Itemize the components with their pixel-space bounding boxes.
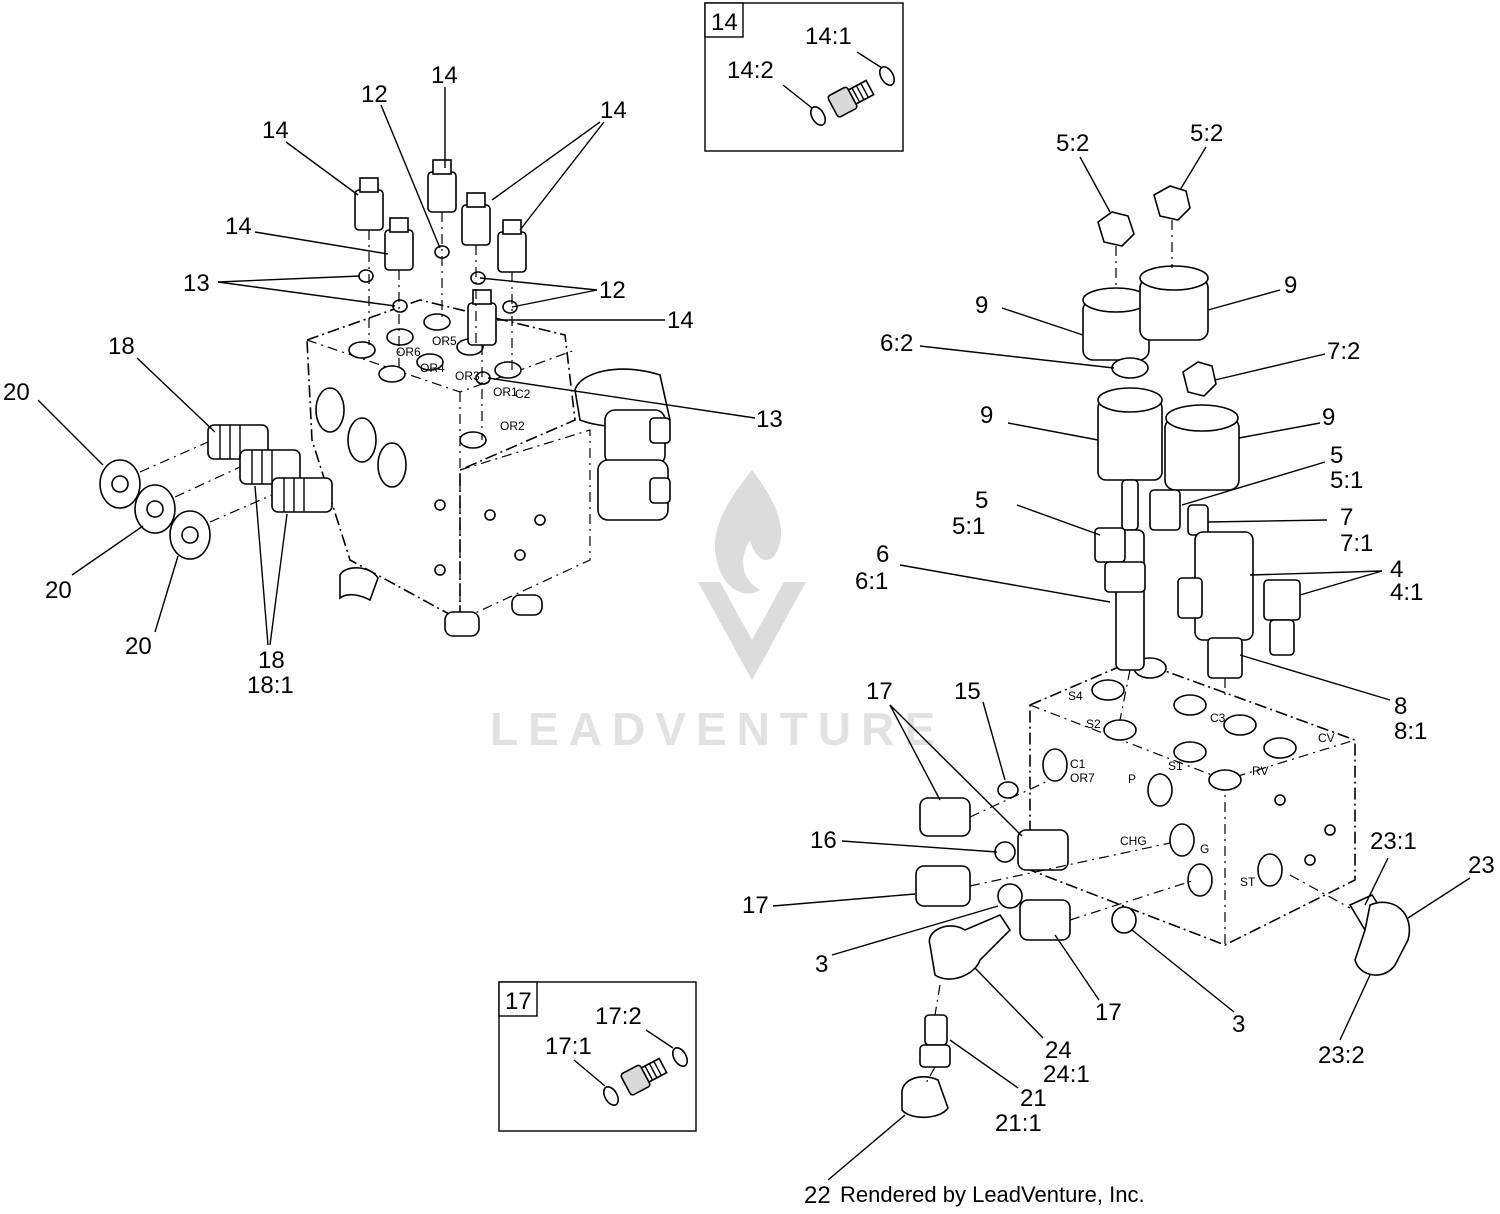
inset-label-14-1: 14:1 <box>805 23 852 50</box>
callout-24-1: 24:1 <box>1043 1061 1090 1088</box>
callout-23-2: 23:2 <box>1318 1042 1365 1069</box>
port-mark-or1: OR1 <box>493 385 518 399</box>
port-mark-s1: S1 <box>1168 759 1183 773</box>
port-mark-or3: OR3 <box>455 369 480 383</box>
callout-5-1-b: 5:1 <box>952 513 985 540</box>
callout-20-c: 20 <box>125 633 152 660</box>
callout-12-b: 12 <box>599 277 626 304</box>
callout-17-a: 17 <box>866 678 893 705</box>
inset-box-14: 14 14:1 14:2 <box>704 2 904 152</box>
callout-17-c: 17 <box>1095 999 1122 1026</box>
left-top-fittings <box>354 159 527 440</box>
port-mark-chg: CHG <box>1120 834 1147 848</box>
port-mark-or6: OR6 <box>396 345 421 359</box>
footer-credit: Rendered by LeadVenture, Inc. <box>840 1182 1145 1207</box>
callout-5-1-a: 5:1 <box>1330 467 1363 494</box>
callout-14-c: 14 <box>600 97 627 124</box>
callout-16: 16 <box>810 827 837 854</box>
left-callouts: 14 12 14 14 14 13 12 14 13 18 20 20 20 1… <box>3 62 783 699</box>
callout-24: 24 <box>1045 1037 1072 1064</box>
callout-5-2-b: 5:2 <box>1190 120 1223 147</box>
left-manifold-assembly <box>99 159 671 637</box>
callout-23: 23 <box>1468 852 1495 879</box>
callout-13-b: 13 <box>756 406 783 433</box>
callout-22: 22 <box>804 1182 831 1209</box>
callout-18-b: 18 <box>258 647 285 674</box>
callout-12-a: 12 <box>361 81 388 108</box>
callout-5-b: 5 <box>975 487 988 514</box>
inset-box-17: 17 17:2 17:1 <box>498 981 697 1132</box>
port-mark-or2: OR2 <box>500 419 525 433</box>
port-mark-g: G <box>1200 842 1209 856</box>
callout-9-c: 9 <box>980 402 993 429</box>
port-mark-p: P <box>1128 772 1136 786</box>
callout-6: 6 <box>876 541 889 568</box>
inset-box-14-title: 14 <box>711 9 738 36</box>
port-mark-c3: C3 <box>1210 711 1226 725</box>
callout-7-2: 7:2 <box>1327 338 1360 365</box>
port-mark-or5: OR5 <box>432 334 457 348</box>
callout-20-a: 20 <box>3 379 30 406</box>
callout-14-d: 14 <box>225 213 252 240</box>
callout-13-a: 13 <box>183 270 210 297</box>
right-manifold-assembly: C1 OR7 P CHG G ST S4 S2 S1 C3 CV RV <box>901 185 1411 1119</box>
left-cartridges <box>99 424 333 560</box>
callout-4-1: 4:1 <box>1390 579 1423 606</box>
watermark-text: LEADVENTURE <box>490 703 945 755</box>
port-mark-st: ST <box>1240 875 1256 889</box>
leader-lines <box>37 87 1471 1181</box>
inset-label-14-2: 14:2 <box>727 57 774 84</box>
callout-6-1: 6:1 <box>855 568 888 595</box>
callout-3-a: 3 <box>815 951 828 978</box>
callout-15: 15 <box>954 678 981 705</box>
callout-5-a: 5 <box>1330 442 1343 469</box>
callout-6-2: 6:2 <box>880 330 913 357</box>
callout-7: 7 <box>1340 504 1353 531</box>
port-mark-c2: C2 <box>515 387 531 401</box>
callout-5-2-a: 5:2 <box>1056 130 1089 157</box>
port-mark-s2: S2 <box>1086 717 1101 731</box>
port-mark-rv: RV <box>1252 764 1268 778</box>
callout-18-a: 18 <box>108 333 135 360</box>
callout-21-1: 21:1 <box>995 1110 1042 1137</box>
left-port-marks: C2 OR1 OR2 OR3 OR4 OR5 OR6 <box>396 334 531 433</box>
callout-8-1: 8:1 <box>1394 718 1427 745</box>
callout-20-b: 20 <box>45 577 72 604</box>
inset-label-17-1: 17:1 <box>545 1033 592 1060</box>
callout-17-b: 17 <box>742 892 769 919</box>
right-callouts: 5:2 5:2 9 9 6:2 7:2 9 9 5 5:1 5 5:1 7 7:… <box>742 120 1495 1209</box>
callout-4: 4 <box>1390 556 1403 583</box>
callout-3-b: 3 <box>1232 1011 1245 1038</box>
callout-7-1: 7:1 <box>1340 530 1373 557</box>
port-mark-c1: C1 <box>1070 757 1086 771</box>
callout-14-e: 14 <box>667 307 694 334</box>
port-mark-or4: OR4 <box>420 361 445 375</box>
inset-box-17-title: 17 <box>505 988 532 1015</box>
port-mark-s4: S4 <box>1068 689 1083 703</box>
callout-9-d: 9 <box>1322 404 1335 431</box>
callout-21: 21 <box>1020 1085 1047 1112</box>
callout-18-1: 18:1 <box>247 672 294 699</box>
callout-8: 8 <box>1394 693 1407 720</box>
port-mark-cv: CV <box>1318 731 1335 745</box>
port-mark-or7: OR7 <box>1070 771 1095 785</box>
callout-14-a: 14 <box>262 117 289 144</box>
callout-9-a: 9 <box>975 292 988 319</box>
inset-label-17-2: 17:2 <box>595 1003 642 1030</box>
callout-9-b: 9 <box>1284 272 1297 299</box>
callout-14-b: 14 <box>431 62 458 89</box>
callout-23-1: 23:1 <box>1370 828 1417 855</box>
watermark: LEADVENTURE <box>490 470 945 755</box>
